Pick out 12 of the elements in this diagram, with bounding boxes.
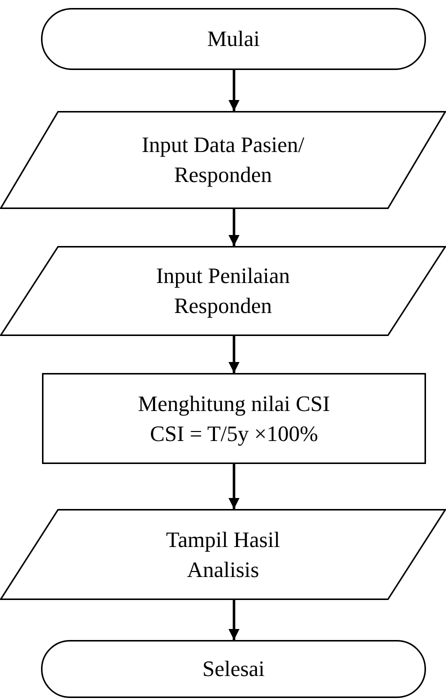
node-label: Input Penilaian Responden (155, 262, 291, 320)
node-label: CSI = T/5y ×100% (150, 420, 318, 448)
arrow (228, 464, 240, 509)
arrow (228, 70, 240, 111)
node-label: Selesai (202, 655, 265, 683)
node-label: Mulai (207, 25, 260, 53)
node-label: Input Data Pasien/ Responden (140, 131, 306, 189)
node-label: Tampil Hasil Analisis (165, 526, 281, 584)
arrow (228, 336, 240, 373)
arrow (228, 600, 240, 640)
node-label: Menghitung nilai CSI (138, 390, 330, 418)
arrow (228, 209, 240, 246)
